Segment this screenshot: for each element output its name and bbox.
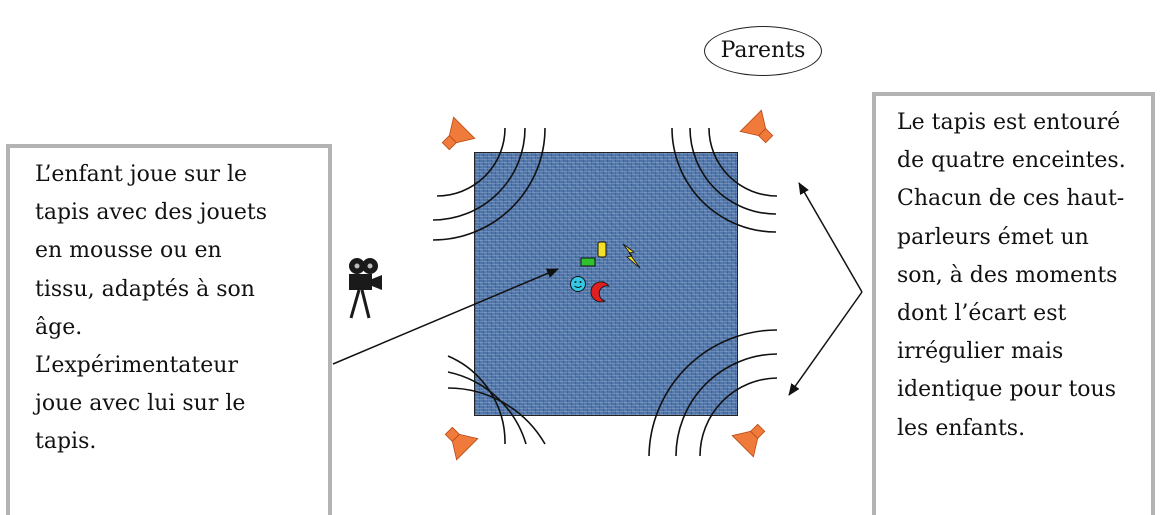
right-text-line: de quatre enceintes.	[897, 148, 1126, 174]
right-text-line: parleurs émet un	[897, 224, 1089, 250]
right-text-line: Le tapis est entouré	[897, 110, 1121, 135]
left-text-line: tapis avec des jouets	[35, 200, 268, 226]
speaker-icon-bottom-right	[731, 416, 773, 458]
right-text-line: irrégulier mais	[897, 339, 1064, 365]
arrows	[332, 182, 863, 396]
right-textbox: Le tapis est entouré de quatre enceintes…	[872, 92, 1155, 515]
right-text-line: Chacun de ces haut-	[897, 186, 1125, 212]
right-text-line: les enfants.	[897, 415, 1026, 441]
video-camera-icon	[349, 258, 382, 319]
right-text-line: dont l’écart est	[897, 301, 1067, 327]
speaker-icon-top-left	[434, 116, 476, 158]
left-text-line: joue avec lui sur le	[35, 391, 246, 417]
speaker-icon-top-right	[739, 109, 781, 151]
toys-icon	[570, 241, 641, 303]
left-textbox: L’enfant joue sur le tapis avec des joue…	[6, 144, 332, 515]
left-text-line: L’enfant joue sur le	[35, 162, 248, 187]
left-text-line: en mousse ou en	[35, 238, 222, 264]
left-text-line: âge.	[35, 314, 83, 340]
sound-waves	[432, 127, 778, 457]
speaker-icon-bottom-left	[437, 419, 479, 461]
right-text-line: son, à des moments	[897, 262, 1118, 288]
parents-label: Parents	[704, 26, 822, 76]
right-text-line: identique pour tous	[897, 377, 1117, 403]
left-text-line: tissu, adaptés à son	[35, 276, 255, 302]
left-text-line: tapis.	[35, 429, 97, 455]
left-text-line: L’expérimentateur	[35, 353, 238, 379]
